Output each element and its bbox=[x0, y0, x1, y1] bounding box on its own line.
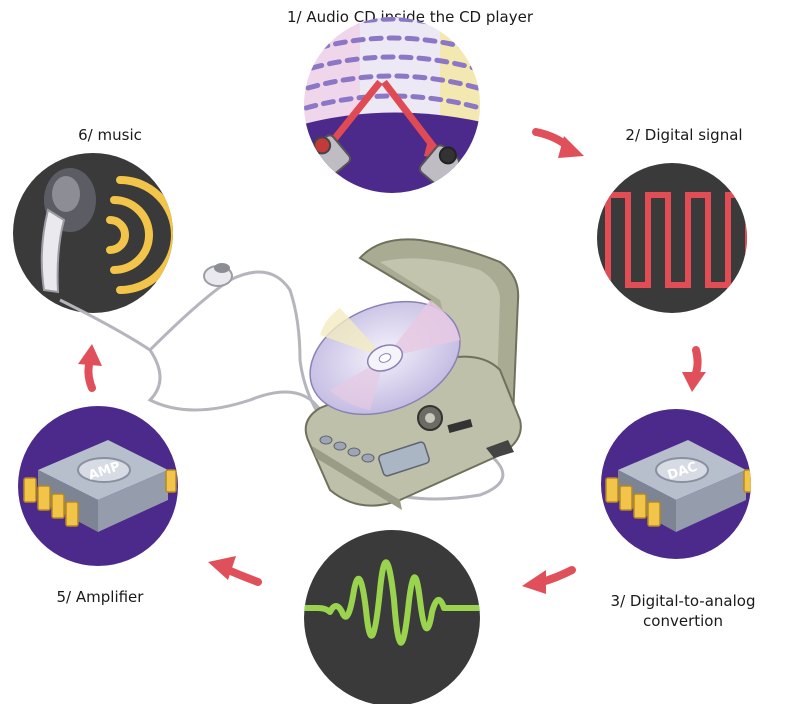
dac-chip-illustration: DAC bbox=[601, 409, 751, 559]
step6-label: 6/ music bbox=[78, 126, 142, 144]
arrow-step3-to-step4 bbox=[522, 566, 576, 594]
step3-label-line1: 3/ Digital-to-analog bbox=[610, 592, 756, 610]
flow-arrows bbox=[78, 128, 706, 594]
cd-closeup-illustration bbox=[304, 17, 480, 193]
portable-cd-player bbox=[304, 238, 522, 510]
step3-label-line2: convertion bbox=[643, 612, 723, 630]
arrow-step4-to-step5 bbox=[208, 556, 262, 586]
second-earbud bbox=[203, 263, 233, 287]
arrow-step1-to-step2 bbox=[532, 128, 584, 158]
step5-label: 5/ Amplifier bbox=[56, 588, 144, 606]
step2-label: 2/ Digital signal bbox=[625, 126, 743, 144]
analog-wave-illustration bbox=[304, 530, 480, 704]
music-earbud-illustration bbox=[13, 153, 173, 313]
arrow-step5-to-step6 bbox=[78, 344, 102, 392]
arrow-step2-to-step3 bbox=[682, 346, 706, 392]
step1-label: 1/ Audio CD inside the CD player bbox=[286, 8, 534, 26]
amp-chip-illustration: AMP bbox=[18, 406, 178, 566]
digital-signal-illustration bbox=[597, 163, 747, 313]
